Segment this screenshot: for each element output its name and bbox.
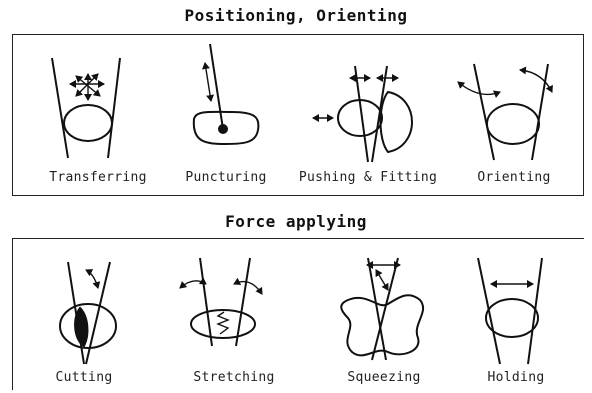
section-title-positioning: Positioning, Orienting	[184, 6, 408, 25]
cut-icon	[59, 261, 117, 365]
caption-pushing-fitting: Pushing & Fitting	[298, 170, 438, 185]
caption-puncturing: Puncturing	[185, 170, 267, 185]
caption-transferring: Transferring	[49, 170, 147, 185]
squeeze-icon	[340, 257, 425, 361]
caption-orienting: Orienting	[477, 170, 551, 185]
gripper-transfer-icon	[51, 57, 121, 159]
hold-icon	[477, 257, 543, 365]
rotate-orient-icon	[457, 63, 553, 161]
caption-squeezing: Squeezing	[347, 370, 421, 385]
stretch-icon	[179, 257, 263, 347]
caption-cutting: Cutting	[55, 370, 113, 385]
section-title-force: Force applying	[225, 212, 367, 231]
needle-puncture-icon	[192, 43, 260, 146]
caption-stretching: Stretching	[193, 370, 275, 385]
caption-holding: Holding	[487, 370, 545, 385]
push-fit-icon	[312, 65, 413, 163]
